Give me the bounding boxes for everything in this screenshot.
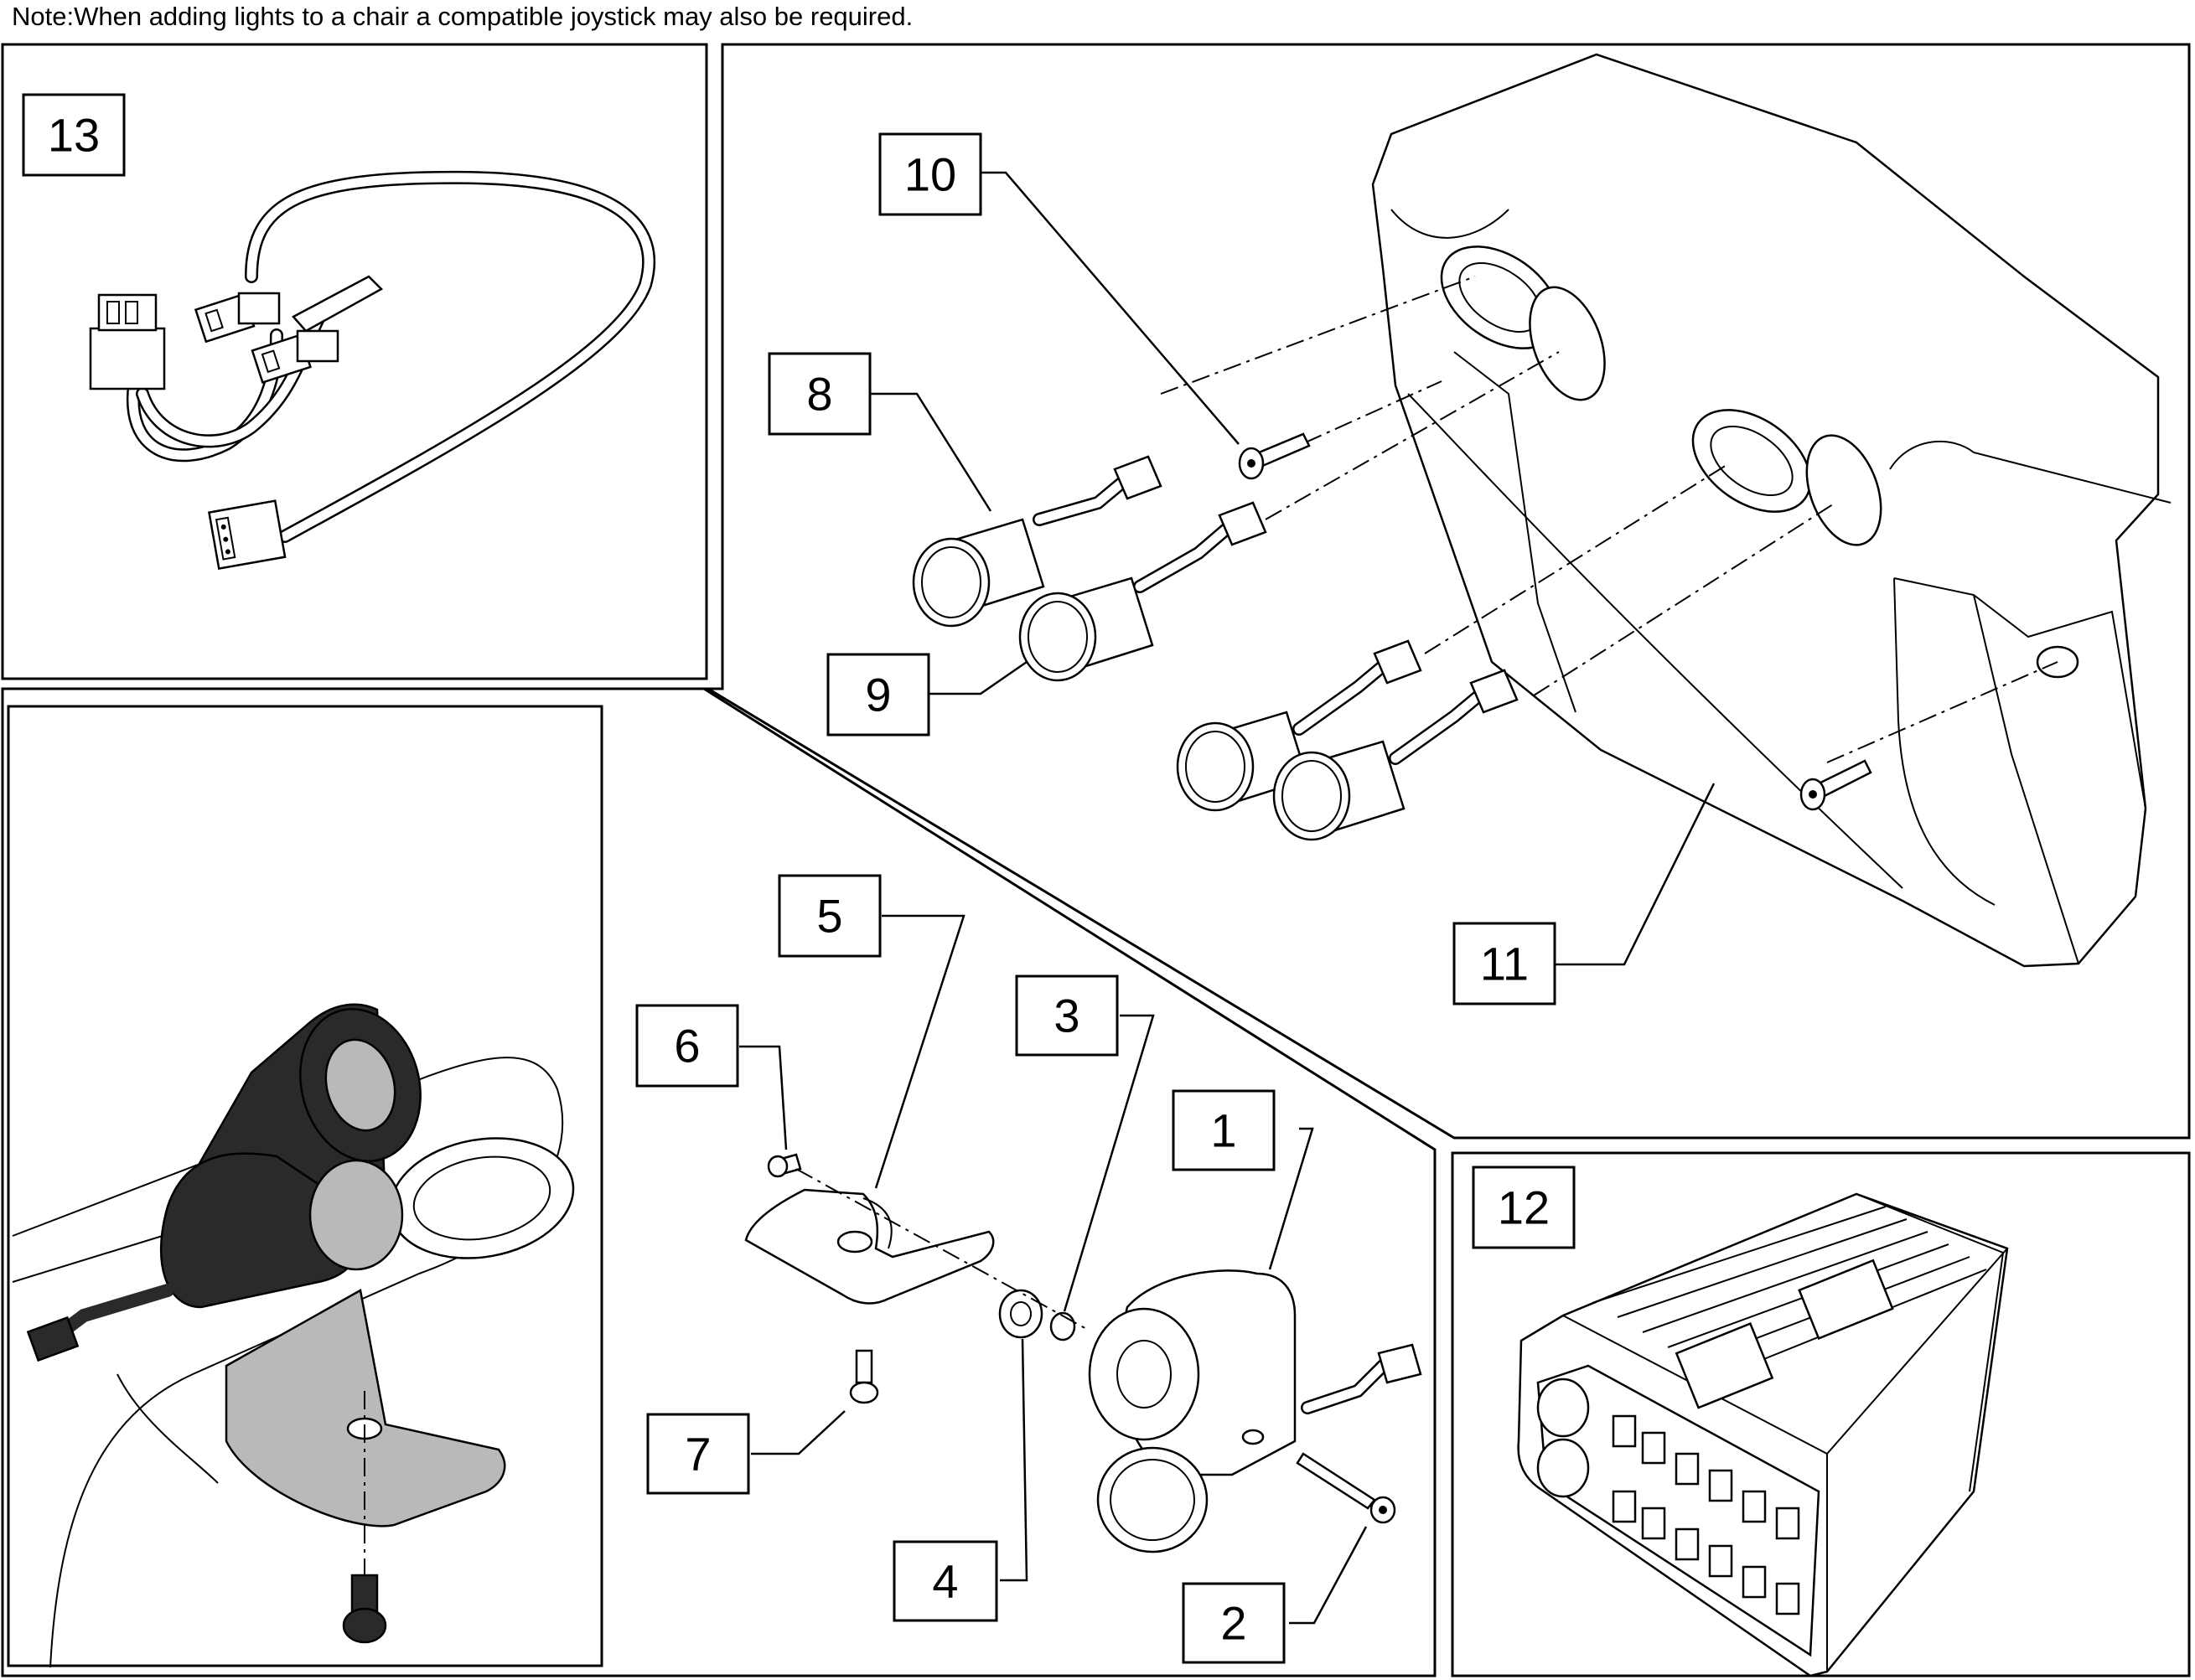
light-unit-8 — [912, 455, 1162, 628]
light-unit-9 — [1018, 501, 1267, 682]
callout-13: 13 — [22, 93, 126, 177]
callout-6-label: 6 — [674, 1020, 700, 1073]
callout-10-label: 10 — [904, 148, 956, 201]
callout-5: 5 — [778, 874, 882, 958]
lighting-harness — [89, 170, 656, 571]
callout-12: 12 — [1472, 1166, 1576, 1249]
assembled-view — [12, 1003, 575, 1668]
callout-9: 9 — [826, 653, 930, 737]
callout-11: 11 — [1452, 922, 1556, 1005]
screw-10 — [1238, 432, 1311, 480]
light-unit-rear-right — [1272, 669, 1519, 841]
callout-2: 2 — [1182, 1582, 1286, 1664]
callout-7: 7 — [646, 1413, 750, 1495]
screw-housing — [1799, 759, 1872, 811]
panel-harness-frame — [1, 43, 708, 680]
note-text: Note:When adding lights to a chair a com… — [12, 2, 914, 31]
exploded-mount — [744, 1153, 1422, 1553]
callout-10: 10 — [878, 132, 982, 216]
callout-1: 1 — [1172, 1089, 1276, 1171]
callout-8-label: 8 — [806, 368, 832, 421]
controller-module — [1517, 1192, 2009, 1677]
callout-3: 3 — [1015, 974, 1119, 1057]
callout-4-label: 4 — [932, 1555, 958, 1608]
callout-3-label: 3 — [1053, 990, 1079, 1042]
panel-controller-frame — [1451, 1151, 2191, 1677]
callout-6: 6 — [635, 1004, 739, 1088]
panel-inset-frame — [7, 705, 603, 1667]
panel-mount-frame — [1, 687, 1437, 1677]
callout-2-label: 2 — [1220, 1597, 1246, 1650]
callout-4: 4 — [893, 1540, 998, 1622]
callout-13-label: 13 — [48, 109, 100, 162]
panel-lights-frame — [703, 43, 2191, 1140]
callout-1-label: 1 — [1210, 1104, 1236, 1157]
callout-11-label: 11 — [1480, 938, 1529, 990]
callout-9-label: 9 — [865, 669, 891, 721]
callout-5-label: 5 — [816, 890, 842, 943]
callout-7-label: 7 — [685, 1428, 711, 1481]
callout-8: 8 — [768, 352, 872, 436]
seat-module-housing — [1371, 53, 2172, 968]
callout-12-label: 12 — [1498, 1181, 1550, 1234]
